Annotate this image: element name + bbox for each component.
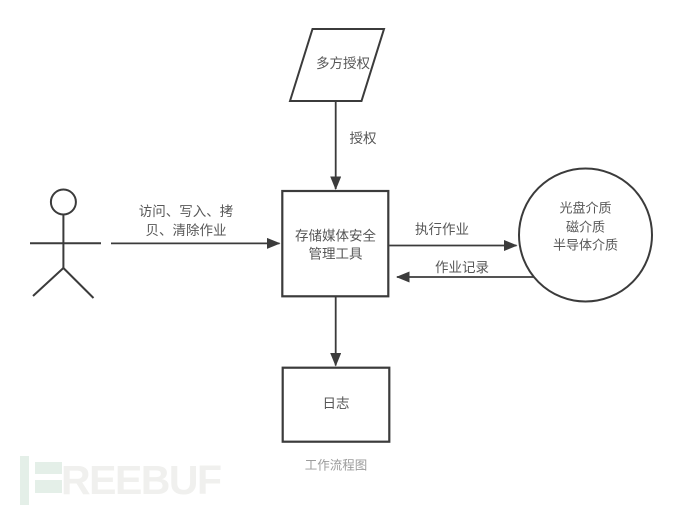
authorization-parallelogram-shape (288, 28, 386, 102)
freebuf-logo-bar-vertical (20, 456, 29, 505)
tool-box-shape (281, 189, 390, 298)
operations-edge-label: 访问、写入、拷 贝、清除作业 (138, 203, 234, 238)
authorize-edge-label: 授权 (349, 131, 377, 146)
actor-head (49, 188, 77, 216)
actor-leg-right (62, 267, 95, 299)
freebuf-watermark-text: REEBUF (61, 457, 222, 503)
freebuf-logo-bar-bottom (35, 480, 62, 493)
actor-leg-left (32, 267, 65, 297)
freebuf-logo-bar-top (35, 462, 62, 474)
log-node-label: 日志 (322, 395, 350, 411)
media-node-label: 光盘介质 磁介质 半导体介质 (552, 200, 619, 253)
log-box-shape (281, 366, 391, 443)
media-circle-shape (518, 167, 653, 303)
record-edge-label: 作业记录 (435, 260, 489, 275)
actor-icon (30, 188, 101, 299)
diagram-caption: 工作流程图 (304, 458, 368, 472)
execute-edge-label: 执行作业 (415, 222, 469, 237)
tool-node-label: 存储媒体安全 管理工具 (295, 228, 376, 262)
authorization-node-label: 多方授权 (316, 56, 370, 71)
